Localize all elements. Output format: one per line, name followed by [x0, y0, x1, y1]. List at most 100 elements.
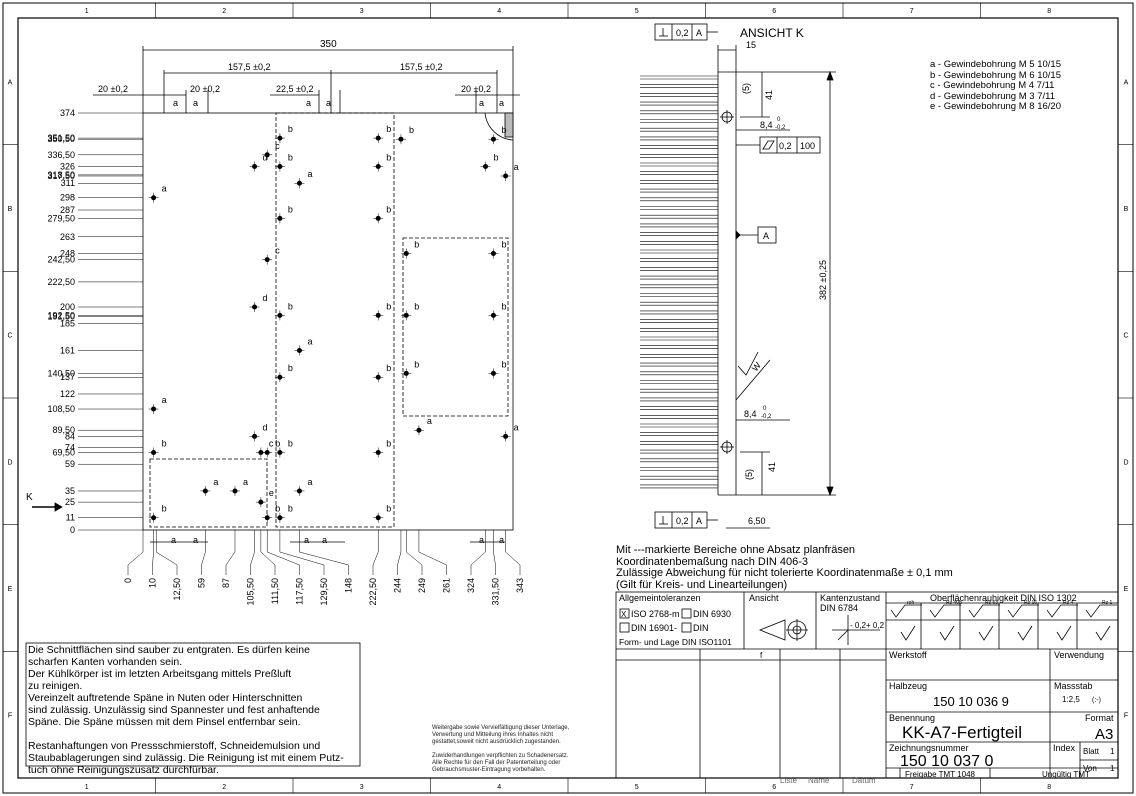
threaded-hole: b	[274, 504, 293, 523]
tol-value: 0,2	[676, 28, 689, 38]
x-coordinate-label: 10	[148, 578, 158, 588]
hole-letter: b	[501, 359, 506, 369]
threaded-hole: d	[249, 153, 268, 172]
x-coordinate-label: 129,50	[319, 578, 329, 606]
threaded-hole: b	[274, 363, 293, 383]
index-label: Index	[1053, 743, 1076, 753]
halbzeug-value: 150 10 036 9	[933, 694, 1009, 709]
checkmark-icon	[1095, 625, 1111, 641]
von-value: 1	[1110, 764, 1115, 773]
zone-row-label: E	[8, 586, 13, 593]
hole-letter: b	[386, 153, 391, 163]
zone-column-label: 4	[497, 784, 501, 791]
cooling-fins	[640, 75, 718, 489]
hole-letter: a	[162, 395, 167, 405]
y-coordinate-label: 25	[65, 497, 75, 507]
hint-line: Staubablagerungen sind zulässig. Die Rei…	[28, 752, 344, 764]
thread-legend-item: a - Gewindebohrung M 5 10/15	[930, 59, 1061, 70]
y-coordinate-label: 59	[65, 459, 75, 469]
dim-5-top: (5)	[741, 83, 751, 94]
checkmark-icon	[900, 625, 916, 641]
x-leader	[152, 530, 154, 575]
hint-line: Die Schnittflächen sind sauber zu entgra…	[28, 644, 310, 656]
x-coordinate-label: 261	[442, 578, 452, 593]
y-coordinate-label: 263	[60, 232, 75, 242]
x-coordinate-label: 12,50	[172, 578, 182, 601]
roughness-symbol	[929, 604, 961, 618]
threaded-hole: b	[488, 125, 506, 145]
threaded-hole: b	[274, 204, 293, 224]
hole-letter: b	[288, 504, 293, 514]
threaded-hole: b	[262, 504, 280, 523]
letter: a	[193, 535, 198, 545]
hole-letter: b	[288, 301, 293, 311]
blatt-value: 1	[1110, 747, 1115, 756]
legal-line: Verwertung und Mitteilung ihres Inhaltes…	[432, 732, 554, 738]
dim-84-bot: 8,4	[744, 409, 757, 419]
dim-157-right: 157,5 ±0,2	[400, 62, 442, 72]
hole-letter: a	[514, 422, 519, 432]
massstab-sub: (:-)	[1092, 697, 1101, 704]
hole-letter: b	[162, 439, 167, 449]
hole-letter: b	[501, 239, 506, 249]
part-outline	[142, 112, 514, 531]
zone-column-label: 2	[222, 784, 226, 791]
y-coordinate-label: 242,50	[47, 255, 75, 265]
hole-letter: b	[386, 504, 391, 514]
hole-letter: b	[275, 504, 280, 514]
threaded-hole: b	[401, 359, 419, 379]
zone-row-label: C	[1123, 333, 1128, 340]
x-leader	[470, 530, 486, 575]
threaded-hole: b	[274, 301, 293, 321]
x-leader	[127, 530, 144, 575]
threaded-hole: d	[249, 293, 268, 313]
threaded-hole: b	[373, 153, 391, 172]
threaded-hole: b	[373, 439, 391, 458]
letter: a	[499, 98, 504, 108]
threaded-hole: b	[373, 124, 391, 144]
dim-650: 6,50	[748, 516, 766, 526]
milled-region	[149, 458, 268, 528]
hole-letter: b	[414, 301, 419, 311]
threaded-hole: a	[500, 422, 519, 442]
legal-line: Weitergabe sowie Vervielfältigung dieser…	[432, 725, 570, 731]
hole-letter: b	[414, 239, 419, 249]
benennung-value: KK-A7-Fertigteil	[902, 723, 1022, 742]
y-coordinate-label: 161	[60, 345, 75, 355]
zone-column-label: 1	[85, 784, 89, 791]
flatness-length: 100	[800, 141, 815, 151]
thread-legend-item: d - Gewindebohrung M 3 7/11	[930, 90, 1055, 102]
surface-title: Oberflächenrauhigkeit DIN ISO 1302	[930, 593, 1077, 603]
hole-letter: a	[427, 416, 432, 426]
x-coordinate-label: 105,50	[246, 578, 256, 606]
dim-20-a: 20 ±0,2	[98, 84, 128, 94]
roughness-symbol	[1007, 604, 1039, 618]
zone-row-label: C	[7, 333, 12, 340]
y-coordinate-label: 279,50	[47, 213, 75, 223]
y-coordinate-labels: 374351,50350,50336,50326318,50317,503112…	[47, 108, 143, 535]
zeichnungsnummer-value: 150 10 037 0	[900, 753, 994, 770]
checkmark-icon	[1017, 625, 1033, 641]
zone-column-label: 6	[772, 8, 776, 15]
hole-letter: b	[386, 301, 391, 311]
liste-label: Liste	[780, 776, 797, 785]
dim-41-top: 41	[764, 90, 774, 100]
dim-overall-width: 350	[320, 39, 337, 50]
ungueltig: Ungültig TMT	[1042, 770, 1090, 779]
dim-382: 382 ±0,25	[818, 260, 828, 300]
hole-letter: b	[414, 359, 419, 369]
dim-84-bot-tol: 0	[763, 406, 767, 412]
y-coordinate-label: 298	[60, 193, 75, 203]
y-coordinate-label: 191,50	[47, 311, 75, 321]
threaded-hole: c	[255, 439, 274, 458]
threaded-hole: b	[148, 439, 167, 458]
view-title: ANSICHT K	[740, 26, 804, 40]
y-coordinate-label: 222,50	[47, 277, 75, 287]
hole-letter: a	[514, 162, 519, 172]
zone-row-label: A	[8, 79, 13, 86]
threaded-hole: a	[148, 184, 167, 203]
format-label: Format	[1085, 713, 1114, 723]
threaded-hole: b	[401, 239, 419, 259]
